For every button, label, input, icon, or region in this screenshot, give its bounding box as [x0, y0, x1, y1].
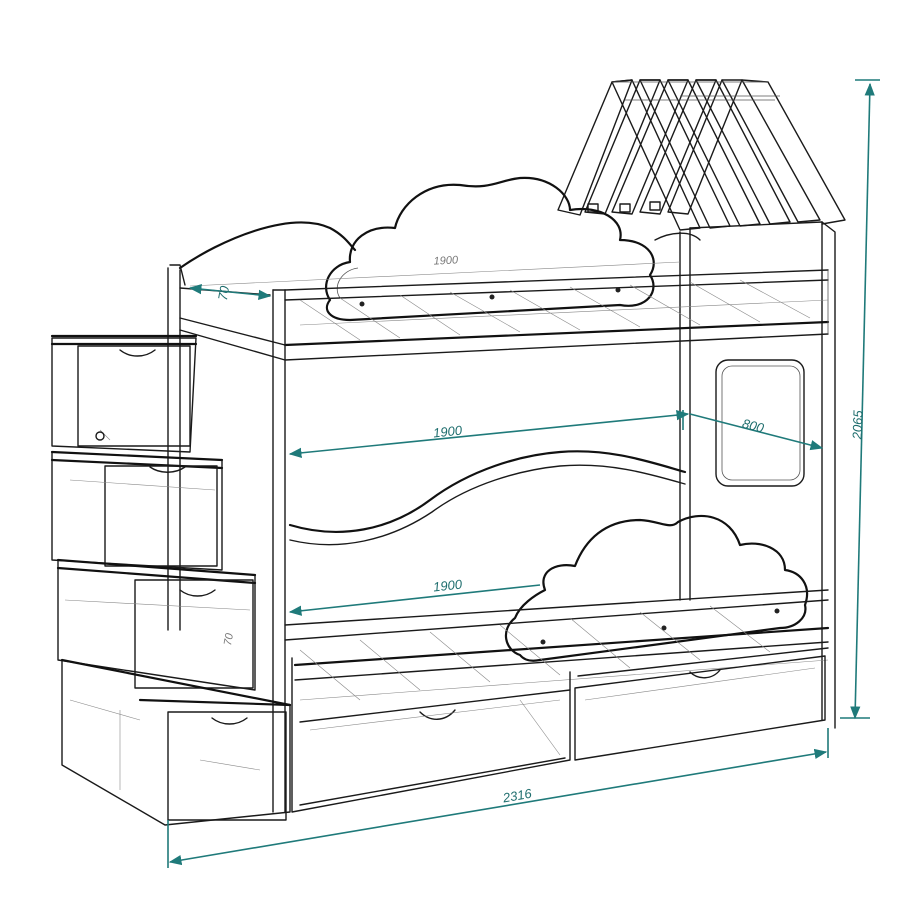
roof-frame: [557, 79, 846, 231]
width-label: 2316: [501, 786, 534, 806]
dimension-lines: [167, 79, 880, 868]
upper-cloud-guard: [324, 176, 655, 322]
middle-length-label: 1900: [432, 422, 463, 440]
upper-back-guard: [169, 221, 701, 286]
depth-dimension-line: [689, 413, 824, 451]
upper-length-label: 1900: [433, 254, 459, 267]
under-bed-drawers: [291, 647, 829, 813]
step-label: 70: [222, 632, 236, 647]
upper-bed-frame: [167, 267, 830, 631]
lower-bed-frame: [284, 589, 830, 701]
depth-label: 800: [741, 416, 766, 436]
lower-wave-guard: [288, 450, 687, 546]
front-left-post: [272, 289, 286, 813]
right-side-panel: [679, 221, 836, 729]
stair-cabinet: [50, 334, 292, 826]
height-dimension-line: [850, 82, 875, 720]
lower-cloud-guard: [504, 514, 809, 662]
rail-dimension-line: [188, 284, 272, 300]
lower-length-label: 1900: [432, 576, 463, 594]
lower-length-dimension-line: [288, 584, 541, 616]
width-dimension-line: [168, 748, 828, 866]
middle-length-dimension-line: [288, 410, 690, 458]
height-label: 2065: [849, 409, 865, 440]
rail-width-label: 70: [215, 284, 232, 302]
